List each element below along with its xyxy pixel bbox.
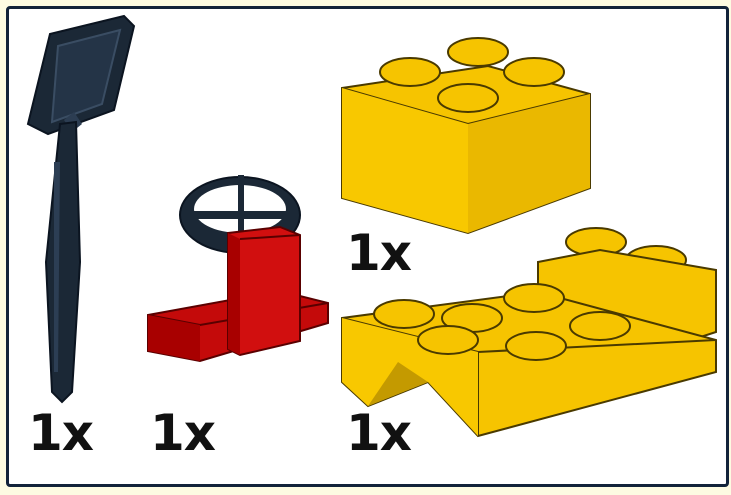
flag-part-icon — [26, 14, 136, 404]
mudguard-plate-part-quantity: 1x — [346, 404, 412, 462]
mudguard-plate-part-icon — [341, 227, 717, 438]
steering-wheel-part-quantity: 1x — [150, 404, 216, 462]
steering-wheel-part-icon — [147, 175, 329, 363]
brick-2x2-part-quantity: 1x — [346, 224, 412, 282]
brick-2x2-part-icon — [341, 37, 591, 235]
flag-part-quantity: 1x — [28, 404, 94, 462]
